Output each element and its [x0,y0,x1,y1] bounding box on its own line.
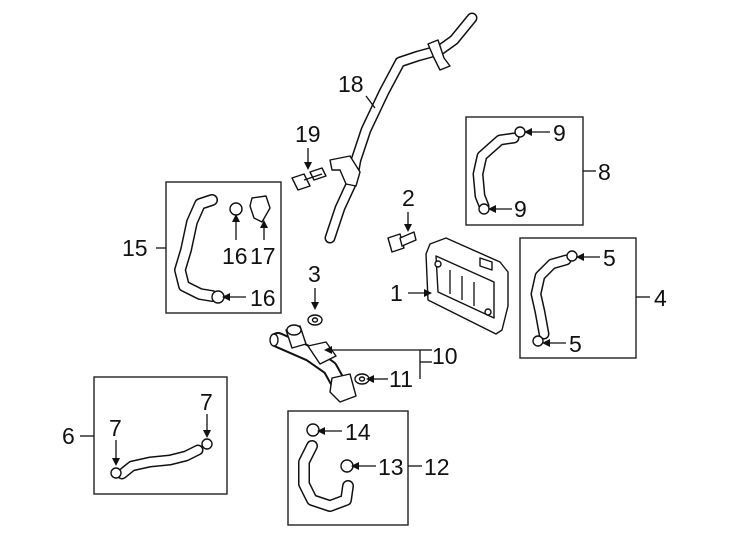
hose-12[interactable] [298,440,354,512]
callout-3: 3 [308,261,321,287]
callout-1: 1 [390,280,403,306]
clamp-9-upper[interactable] [514,126,526,138]
hose-8[interactable] [472,132,520,212]
callout-6: 6 [62,423,75,449]
clamp-16-upper[interactable] [229,202,243,216]
callout-19: 19 [295,121,321,147]
bolt-19[interactable] [291,167,327,191]
coolant-outlet-10[interactable] [269,324,357,403]
clamp-14[interactable] [306,423,320,437]
callout-9-upper: 9 [553,120,566,146]
clamp-5-upper[interactable] [566,250,578,262]
callout-16-lower: 16 [250,285,276,311]
callout-9-lower: 9 [514,196,527,222]
callout-14: 14 [345,419,371,445]
callout-4: 4 [654,285,667,311]
hose-4[interactable] [530,254,572,340]
callout-5-lower: 5 [569,331,582,357]
callout-13: 13 [378,454,404,480]
callout-5-upper: 5 [603,245,616,271]
clamp-7-right[interactable] [201,438,213,450]
clamp-7-left[interactable] [110,467,122,479]
callout-17: 17 [250,243,276,269]
clamp-5-lower[interactable] [532,335,544,347]
callout-7-right: 7 [200,389,213,415]
group-box-4 [519,237,637,359]
callout-10: 10 [432,343,458,369]
callout-8: 8 [598,159,611,185]
callout-18: 18 [338,71,364,97]
callout-12: 12 [424,454,450,480]
callout-2: 2 [402,185,415,211]
callout-11: 11 [389,366,413,392]
clamp-9-lower[interactable] [478,203,490,215]
bolt-2[interactable] [387,231,417,253]
connector-17[interactable] [249,195,271,223]
callout-15: 15 [122,235,148,261]
callout-7-left: 7 [109,415,122,441]
hose-15[interactable] [174,194,218,302]
oil-cooler-1[interactable] [425,237,509,335]
hose-6[interactable] [116,444,204,480]
group-box-12 [287,410,409,526]
washer-11[interactable] [354,373,370,385]
coolant-tube-18[interactable] [324,12,478,244]
washer-3[interactable] [307,314,323,326]
callout-16-upper: 16 [222,243,248,269]
